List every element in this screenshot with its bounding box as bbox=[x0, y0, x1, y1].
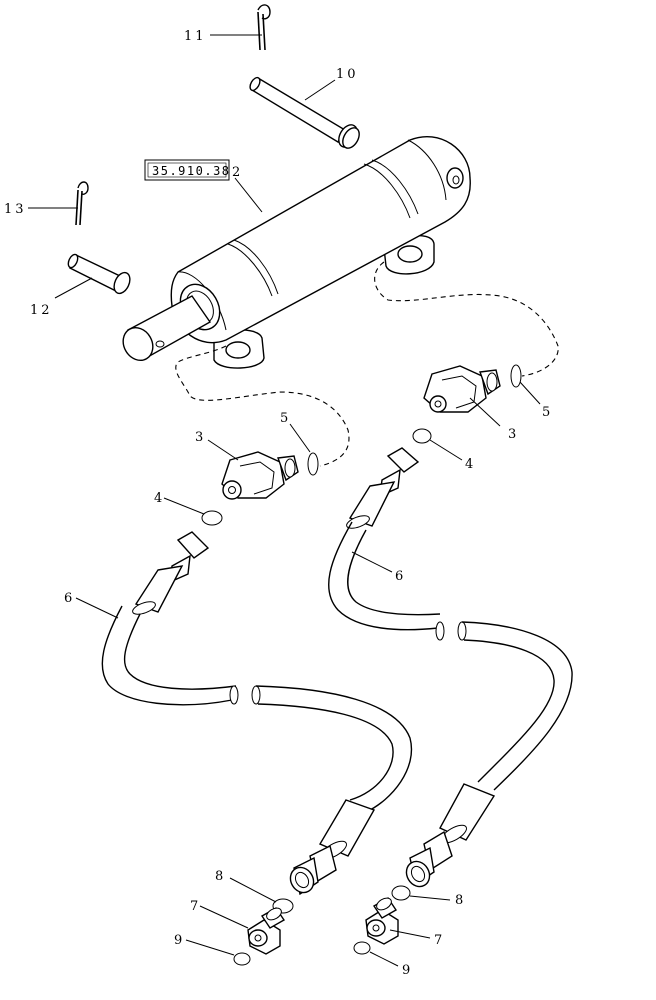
reference-box: 35.910.38 bbox=[144, 159, 231, 181]
callout-13: 13 bbox=[4, 202, 27, 217]
callout-7-right: 7 bbox=[434, 933, 445, 948]
o-ring-5-right bbox=[510, 364, 522, 388]
callout-4-left: 4 bbox=[154, 491, 165, 506]
seal-4-left bbox=[201, 510, 223, 526]
pin-10 bbox=[249, 76, 360, 149]
reference-box-text: 35.910.38 bbox=[152, 164, 231, 178]
cotter-pin-13 bbox=[28, 181, 89, 226]
adapter-7-right bbox=[365, 897, 399, 945]
callout-5-right: 5 bbox=[542, 405, 553, 420]
o-ring-9-left bbox=[233, 952, 251, 966]
callout-7-left: 7 bbox=[190, 899, 201, 914]
dashed-link-left bbox=[175, 345, 350, 467]
dashed-link-right bbox=[374, 261, 559, 377]
callout-3-left: 3 bbox=[195, 430, 206, 445]
elbow-fitting-3-right bbox=[423, 365, 501, 413]
callout-3-right: 3 bbox=[508, 427, 519, 442]
callout-4-right: 4 bbox=[465, 457, 476, 472]
callout-12: 12 bbox=[30, 303, 53, 318]
callout-10: 10 bbox=[336, 67, 359, 82]
callout-2: 2 bbox=[232, 165, 243, 180]
seal-8-right bbox=[391, 885, 411, 901]
callout-5-left: 5 bbox=[280, 411, 291, 426]
elbow-fitting-3-left bbox=[221, 451, 299, 500]
callout-9-right: 9 bbox=[402, 963, 413, 978]
callout-9-left: 9 bbox=[174, 933, 185, 948]
callout-8-left: 8 bbox=[215, 869, 226, 884]
cotter-pin-11 bbox=[210, 4, 271, 51]
seal-4-right bbox=[412, 428, 432, 444]
callout-6-right: 6 bbox=[395, 569, 406, 584]
callout-8-right: 8 bbox=[455, 893, 466, 908]
pin-12 bbox=[54, 253, 131, 299]
hydraulic-cylinder-2 bbox=[122, 135, 471, 369]
adapter-7-left bbox=[247, 907, 285, 955]
hose-assembly-6-left bbox=[101, 531, 413, 896]
callout-6-left: 6 bbox=[64, 591, 75, 606]
o-ring-5-left bbox=[307, 452, 319, 476]
hose-assembly-6-right bbox=[328, 447, 573, 888]
callout-11: 11 bbox=[184, 29, 207, 44]
o-ring-9-right bbox=[353, 941, 371, 955]
